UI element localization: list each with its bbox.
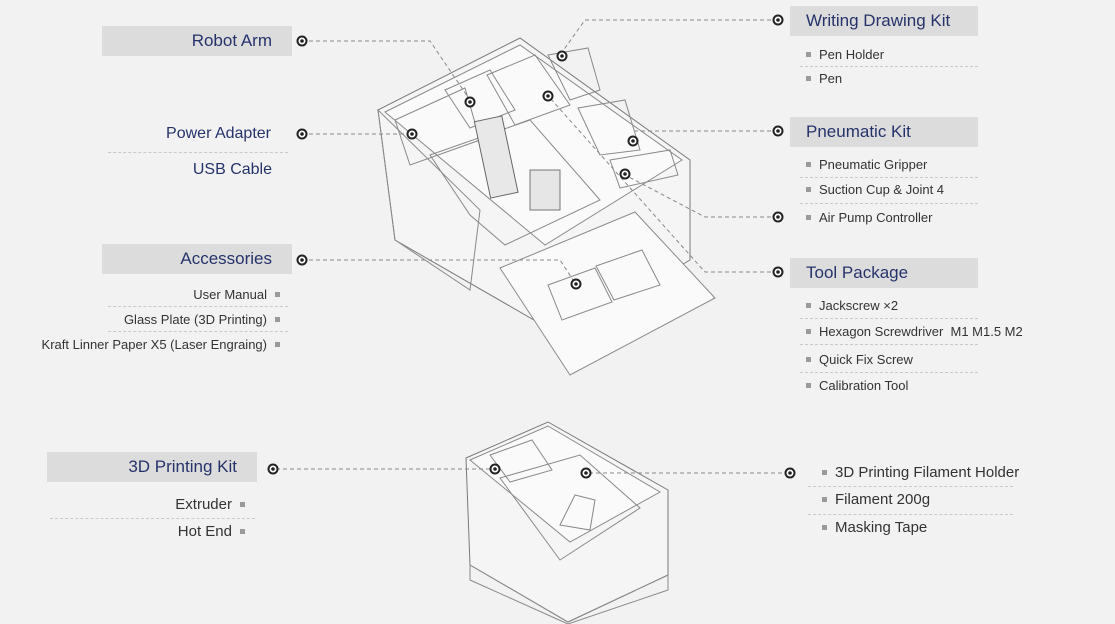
leader-lines bbox=[276, 19, 789, 474]
divider bbox=[800, 203, 978, 204]
writing-kit-item: Pen Holder bbox=[806, 47, 884, 62]
tool-package-title: Tool Package bbox=[806, 263, 909, 282]
divider bbox=[808, 486, 1013, 487]
printing-kit-item: Hot End bbox=[178, 523, 245, 540]
divider bbox=[800, 66, 978, 67]
tool-package-item: Quick Fix Screw bbox=[806, 352, 913, 367]
callout-dots bbox=[267, 14, 796, 479]
pneumatic-kit-item: Air Pump Controller bbox=[806, 210, 932, 225]
accessories-header: Accessories bbox=[102, 244, 292, 274]
printing-parts-item: 3D Printing Filament Holder bbox=[822, 464, 1019, 481]
divider bbox=[108, 306, 288, 307]
divider bbox=[800, 372, 978, 373]
printing-kit-box-illustration bbox=[465, 421, 669, 624]
bullet-icon bbox=[822, 497, 827, 502]
main-box-illustration bbox=[377, 37, 716, 376]
bullet-icon bbox=[806, 162, 811, 167]
usb-cable-label: USB Cable bbox=[192, 161, 272, 178]
printing-kit-item: Extruder bbox=[175, 496, 245, 513]
divider bbox=[800, 177, 978, 178]
pneumatic-kit-item: Suction Cup & Joint 4 bbox=[806, 182, 944, 197]
bullet-icon bbox=[240, 502, 245, 507]
printing-kit-header: 3D Printing Kit bbox=[47, 452, 257, 482]
bullet-icon bbox=[806, 52, 811, 57]
tool-package-item: Jackscrew ×2 bbox=[806, 298, 898, 313]
bullet-icon bbox=[806, 303, 811, 308]
bullet-icon bbox=[822, 470, 827, 475]
printing-parts-item: Filament 200g bbox=[822, 491, 930, 508]
bullet-icon bbox=[240, 529, 245, 534]
printing-kit-title: 3D Printing Kit bbox=[128, 457, 237, 476]
divider bbox=[50, 518, 255, 519]
divider bbox=[800, 318, 978, 319]
tool-package-item: Calibration Tool bbox=[806, 378, 908, 393]
accessories-title: Accessories bbox=[180, 249, 272, 268]
accessory-item: Kraft Linner Paper X5 (Laser Engraing) bbox=[42, 337, 280, 352]
bullet-icon bbox=[806, 383, 811, 388]
bullet-icon bbox=[275, 292, 280, 297]
tool-package-header: Tool Package bbox=[790, 258, 978, 288]
bullet-icon bbox=[275, 317, 280, 322]
bullet-icon bbox=[806, 329, 811, 334]
bullet-icon bbox=[806, 76, 811, 81]
pneumatic-kit-title: Pneumatic Kit bbox=[806, 122, 911, 141]
accessory-item: User Manual bbox=[193, 287, 280, 302]
tool-package-item: Hexagon Screwdriver M1 M1.5 M2 bbox=[806, 324, 1023, 339]
writing-kit-item: Pen bbox=[806, 71, 842, 86]
writing-kit-title: Writing Drawing Kit bbox=[806, 11, 951, 30]
divider bbox=[108, 152, 288, 153]
robot-arm-label: Robot Arm bbox=[191, 31, 272, 50]
pneumatic-kit-header: Pneumatic Kit bbox=[790, 117, 978, 147]
bullet-icon bbox=[275, 342, 280, 347]
power-adapter-label: Power Adapter bbox=[166, 125, 271, 142]
bullet-icon bbox=[822, 525, 827, 530]
bullet-icon bbox=[806, 187, 811, 192]
printing-parts-item: Masking Tape bbox=[822, 519, 927, 536]
divider bbox=[108, 331, 288, 332]
divider bbox=[808, 514, 1013, 515]
bullet-icon bbox=[806, 357, 811, 362]
pneumatic-kit-item: Pneumatic Gripper bbox=[806, 157, 927, 172]
accessory-item: Glass Plate (3D Printing) bbox=[124, 312, 280, 327]
writing-kit-header: Writing Drawing Kit bbox=[790, 6, 978, 36]
divider bbox=[800, 344, 978, 345]
robot-arm-header: Robot Arm bbox=[102, 26, 292, 56]
bullet-icon bbox=[806, 215, 811, 220]
